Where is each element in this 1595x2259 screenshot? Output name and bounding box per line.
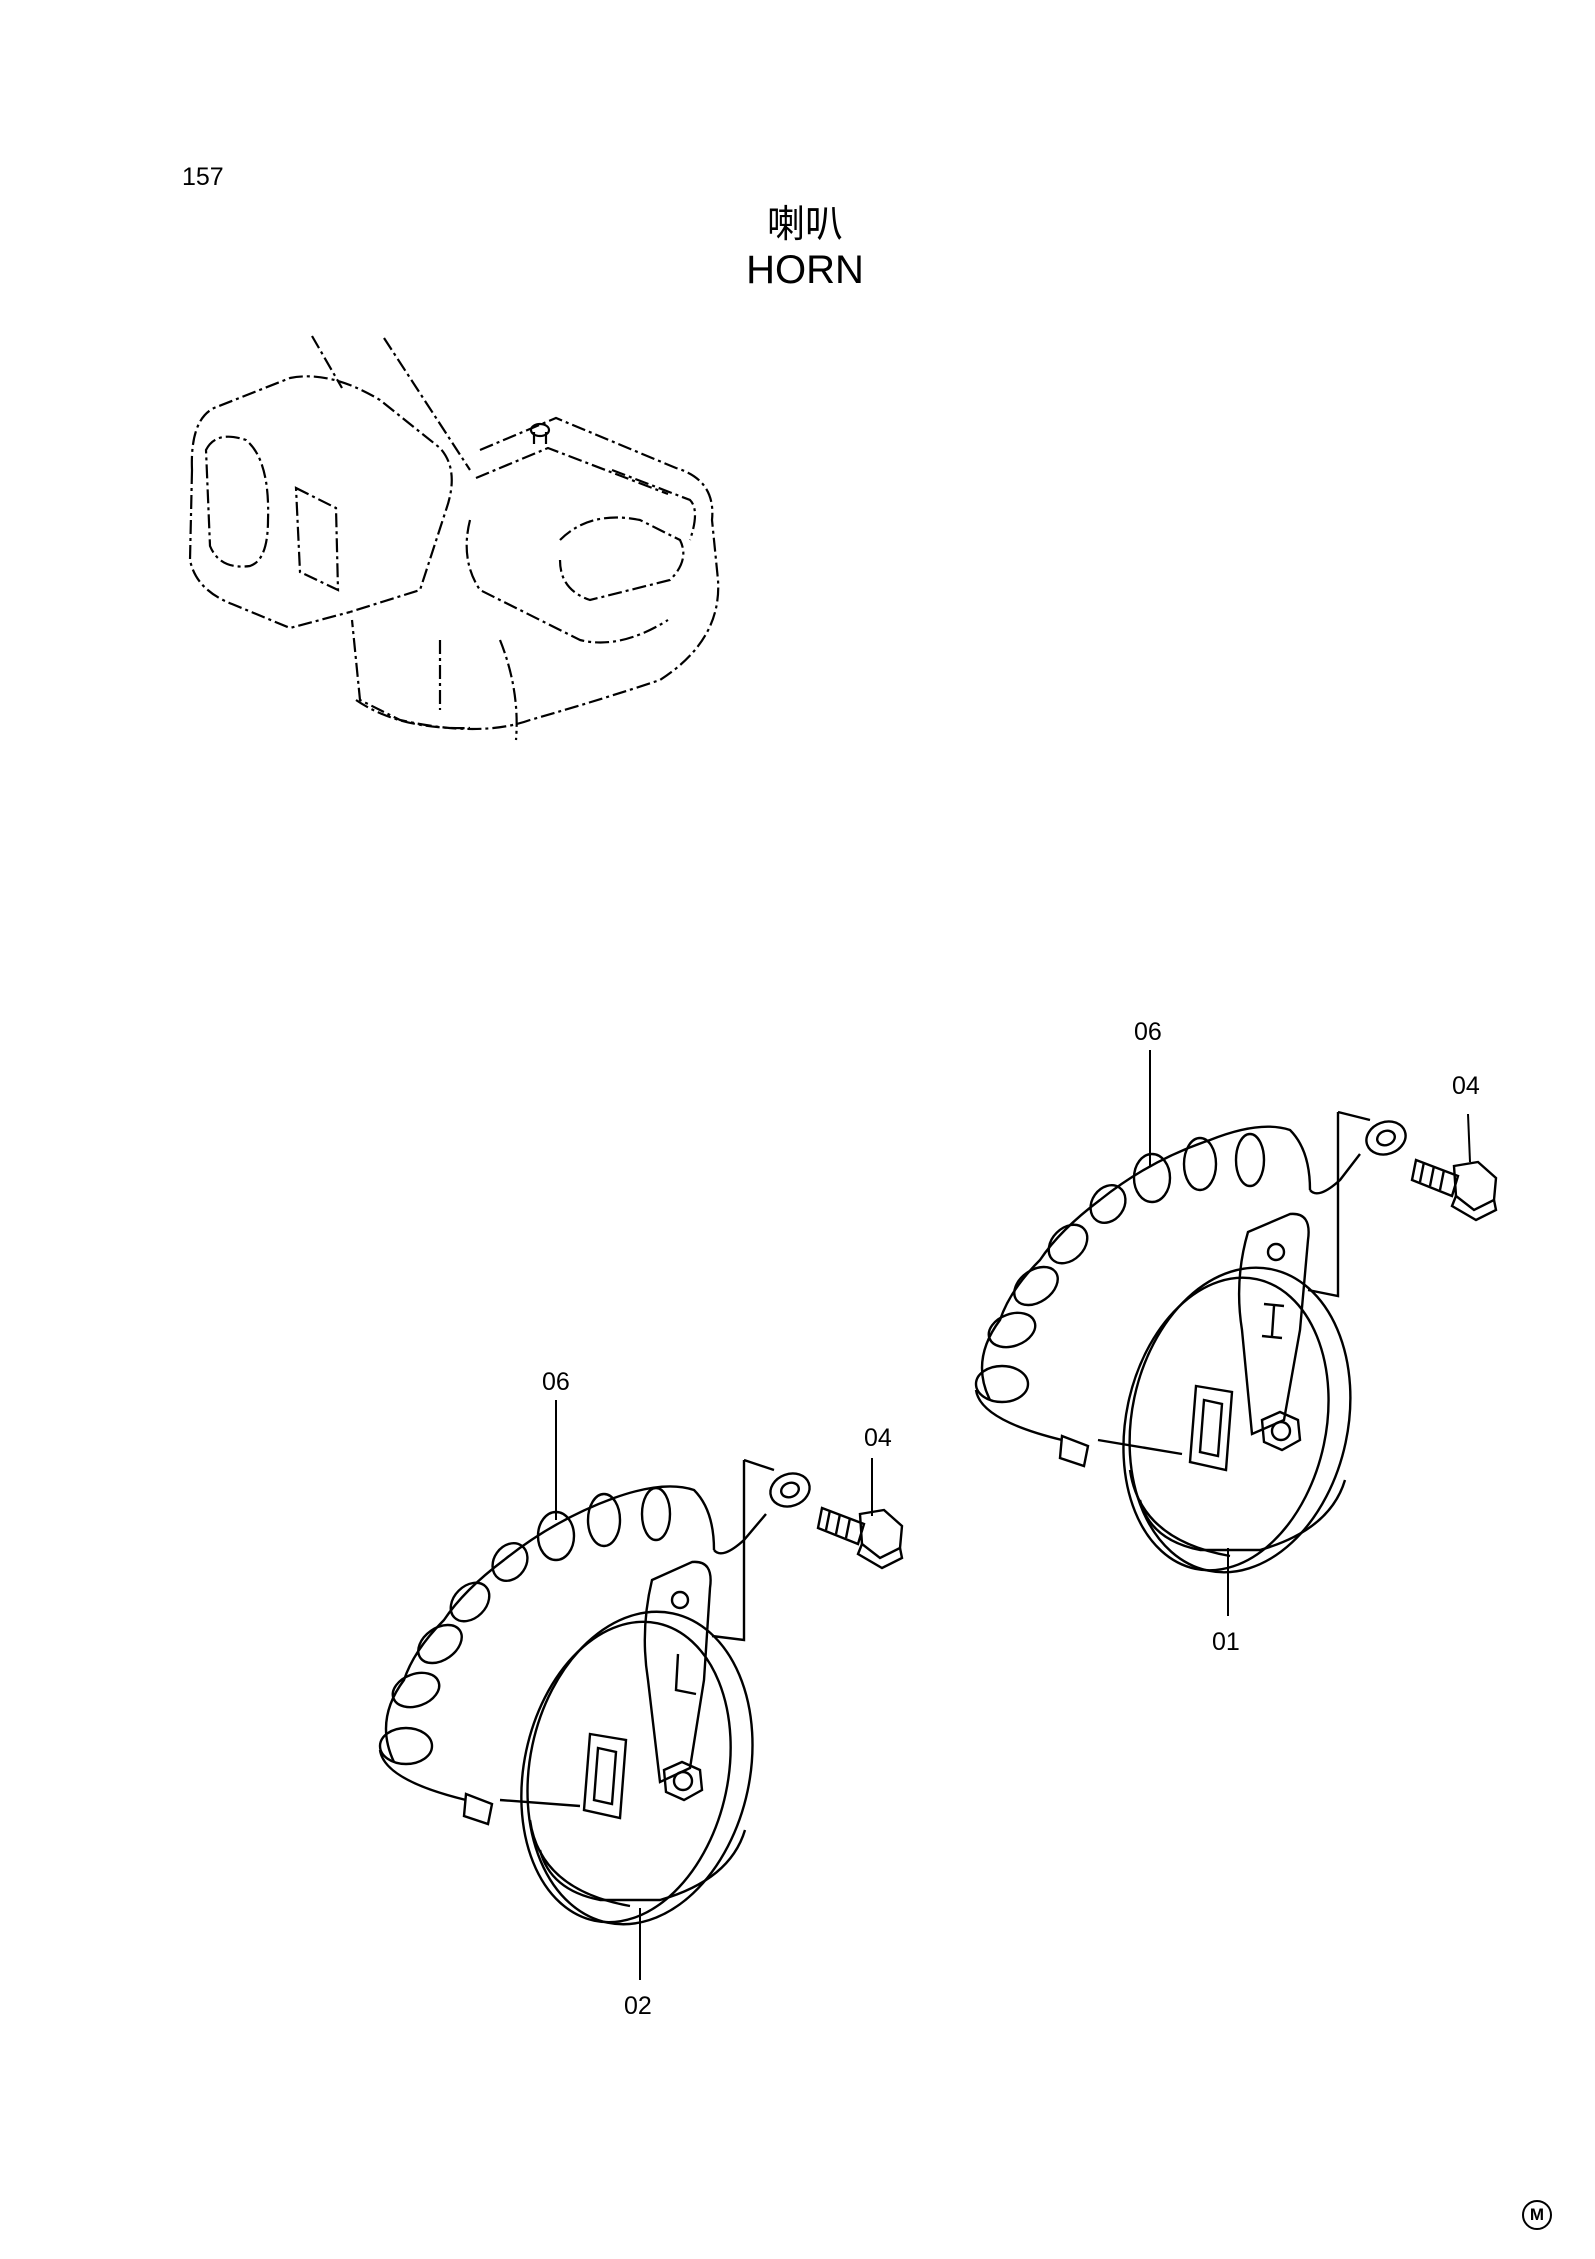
callout-04-lower: 04 <box>864 1424 892 1452</box>
excavator-locator <box>188 335 720 741</box>
callout-04-upper: 04 <box>1452 1072 1480 1100</box>
corner-marker: M <box>1522 2200 1552 2230</box>
horn-assembly-lower <box>378 1458 904 1926</box>
page-number: 157 <box>182 163 224 191</box>
callout-leaders <box>555 1050 1471 1980</box>
callout-06-upper: 06 <box>1134 1018 1162 1046</box>
title-chinese: 喇叭 <box>766 202 843 246</box>
title-english: HORN <box>746 248 864 292</box>
callout-06-lower: 06 <box>542 1368 570 1396</box>
callout-01: 01 <box>1212 1628 1240 1656</box>
horn-assembly-upper <box>974 1110 1498 1574</box>
callout-02: 02 <box>624 1992 652 2020</box>
